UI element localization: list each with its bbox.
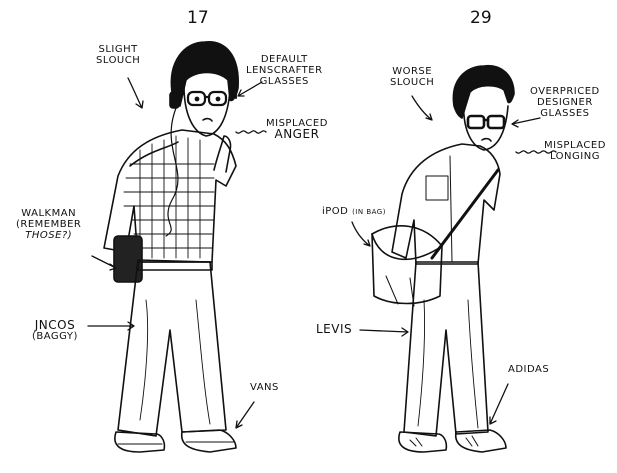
vans-left: [114, 431, 166, 453]
levis-jeans: [403, 261, 489, 437]
label-jncos: JNCOS (BAGGY): [32, 318, 78, 342]
label-default-glasses: DEFAULT LENSCRAFTER GLASSES: [246, 54, 323, 87]
adult-figure: [371, 65, 515, 453]
adult-glasses: [466, 114, 506, 130]
label-walkman: WALKMAN (REMEMBER THOSE?): [16, 208, 82, 241]
age-label-29: 29: [470, 8, 492, 28]
age-label-17: 17: [187, 8, 209, 28]
vans-right: [180, 429, 237, 453]
headphone-cord: [165, 107, 179, 237]
jnco-jeans: [117, 259, 227, 437]
annotation-arrows: [87, 77, 557, 429]
adult-face: [462, 99, 509, 151]
label-misplaced-longing: MISPLACED LONGING: [544, 140, 606, 162]
label-vans: VANS: [250, 382, 279, 393]
walkman: [113, 235, 143, 283]
label-ipod: iPOD (IN BAG): [322, 206, 386, 217]
teen-figure: [103, 41, 239, 453]
messenger-bag: [371, 225, 443, 305]
teen-glasses: [186, 90, 228, 107]
label-levis: LEVIS: [316, 322, 353, 336]
adult-hair: [452, 65, 515, 119]
adidas-left: [398, 431, 448, 453]
denim-jacket: [391, 143, 501, 265]
label-overpriced-glasses: OVERPRICED DESIGNER GLASSES: [530, 86, 600, 119]
teen-hair: [170, 41, 239, 107]
teen-face: [183, 85, 231, 137]
adidas-right: [454, 429, 507, 453]
label-slight-slouch: SLIGHT SLOUCH: [96, 44, 141, 66]
label-worse-slouch: WORSE SLOUCH: [390, 66, 435, 88]
label-adidas: ADIDAS: [508, 364, 550, 375]
bag-strap: [430, 168, 500, 260]
label-misplaced-anger: MISPLACED ANGER: [266, 118, 328, 141]
headphones: [174, 68, 237, 99]
